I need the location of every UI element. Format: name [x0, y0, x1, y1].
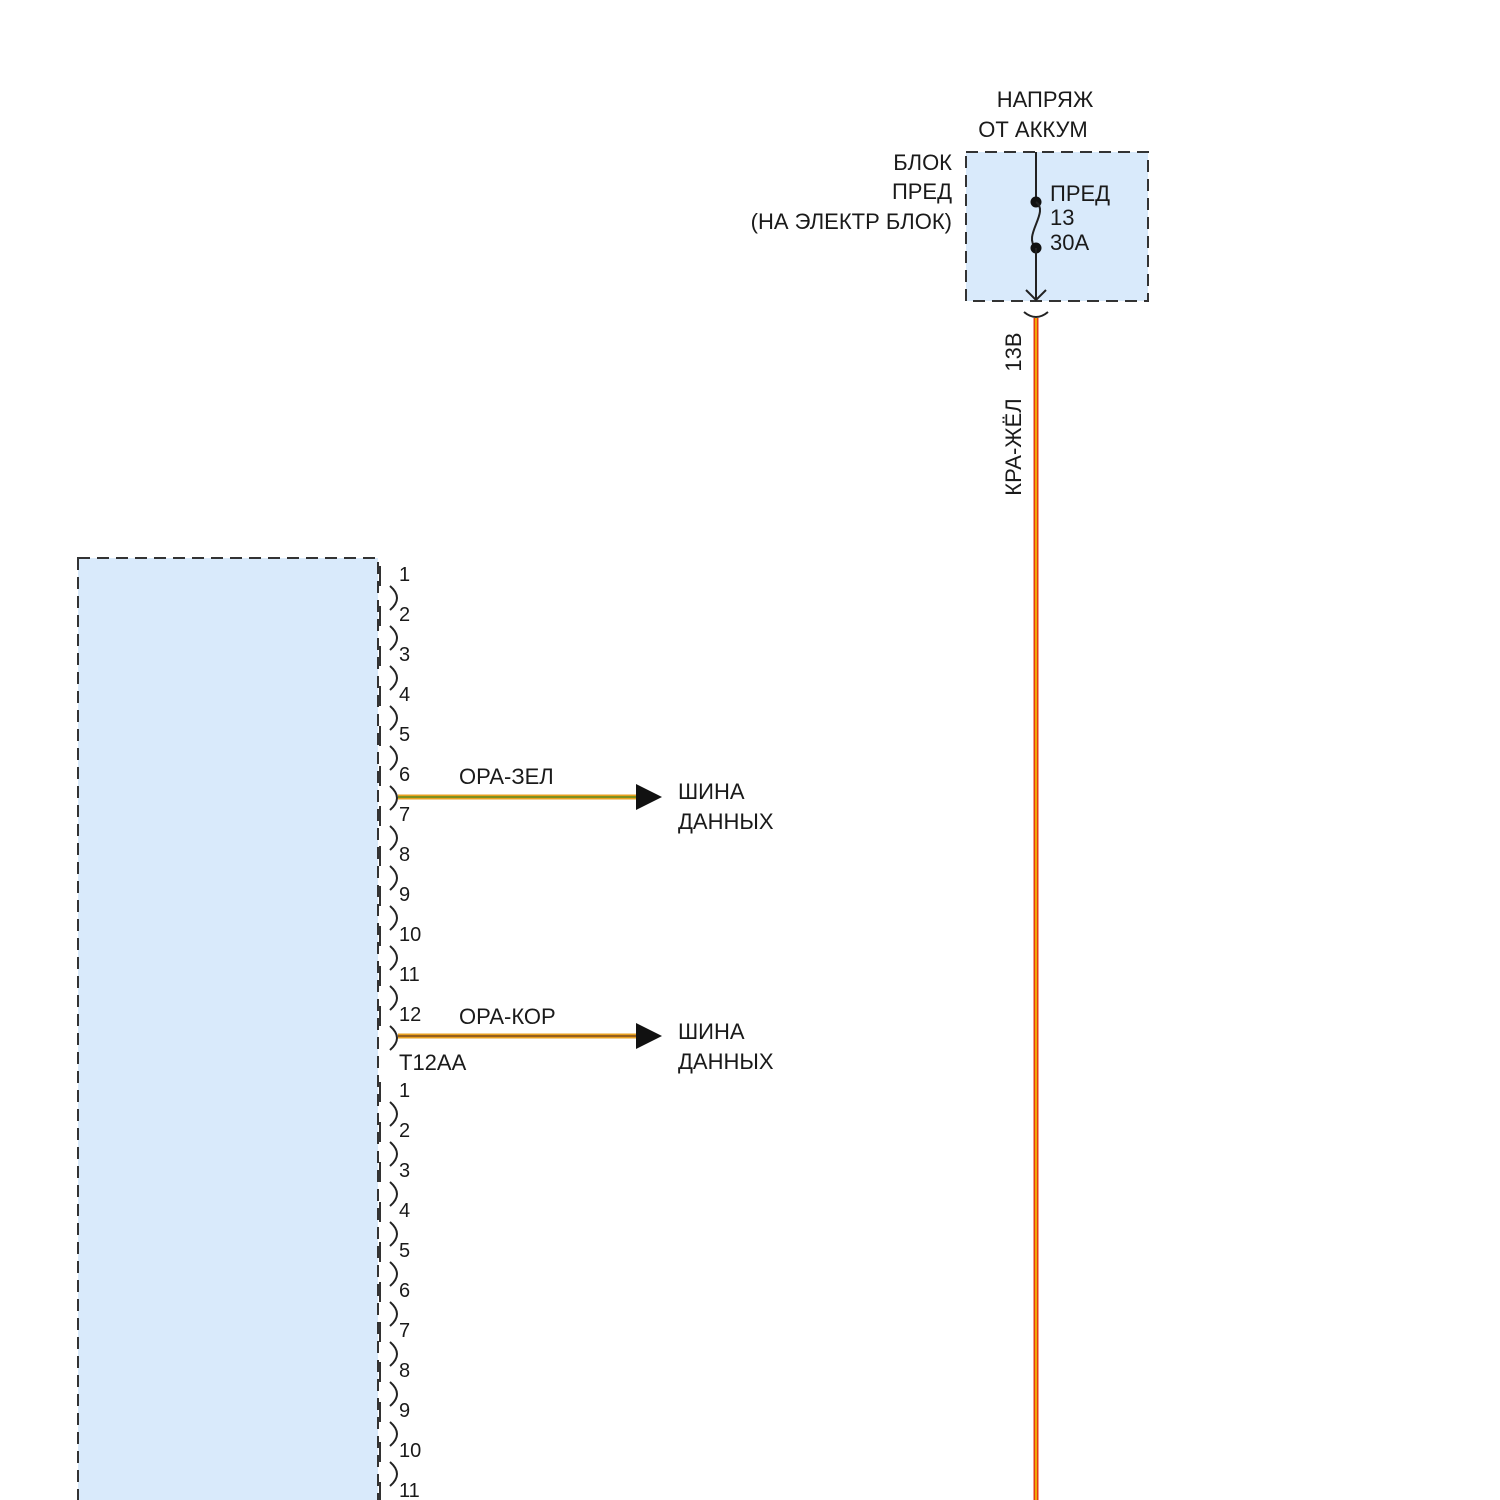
connector-lower: 1 2 3 4 5 6 7 8 9 10 11 — [380, 1080, 421, 1500]
module-box — [78, 558, 378, 1500]
pin-number: 9 — [399, 884, 410, 906]
pin-number: 6 — [399, 764, 410, 786]
data-wire-1-dest-line2: ДАННЫХ — [678, 809, 774, 834]
pin-number: 4 — [399, 1200, 410, 1222]
fuse-block-label-line1: БЛОК — [893, 150, 952, 175]
power-wire-color-label: КРА-ЖЁЛ — [1001, 398, 1026, 495]
pin-number: 5 — [399, 724, 410, 746]
pin-terminal-icon — [390, 1342, 397, 1366]
pin-terminal-icon — [390, 986, 397, 1010]
fuse-number: 13 — [1050, 205, 1074, 230]
pin-number: 2 — [399, 604, 410, 626]
pin-number: 12 — [399, 1004, 421, 1026]
pin-terminal-icon — [390, 826, 397, 850]
pin-number: 4 — [399, 684, 410, 706]
fuse-name: ПРЕД — [1050, 181, 1110, 206]
fuse-block-label-line2: ПРЕД — [892, 179, 952, 204]
power-source-label-line2: ОТ АККУМ — [978, 117, 1088, 142]
pin-number: 3 — [399, 1160, 410, 1182]
pin-terminal-icon — [390, 906, 397, 930]
pin-number: 6 — [399, 1280, 410, 1302]
pin-terminal-icon — [390, 1182, 397, 1206]
data-wire-1-arrow-icon — [636, 784, 662, 810]
pin-number: 10 — [399, 924, 421, 946]
pin-terminal-icon — [390, 1262, 397, 1286]
data-wire-1-color-label: ОРА-ЗЕЛ — [459, 764, 554, 789]
pin-terminal-icon — [390, 1102, 397, 1126]
pin-number: 11 — [399, 1480, 420, 1500]
connector-name: T12AA — [399, 1050, 467, 1075]
pin-terminal-icon — [390, 626, 397, 650]
data-wire-2-arrow-icon — [636, 1023, 662, 1049]
pin-number: 1 — [399, 1080, 410, 1102]
pin-number: 7 — [399, 1320, 410, 1342]
pin-terminal-icon — [390, 586, 397, 610]
fuse-output-connector-icon — [1024, 312, 1048, 317]
pin-number: 10 — [399, 1440, 421, 1462]
fuse-rating: 30A — [1050, 230, 1089, 255]
pin-number: 8 — [399, 1360, 410, 1382]
pin-terminal-icon — [390, 1422, 397, 1446]
pin-number: 5 — [399, 1240, 410, 1262]
power-source-label-line1: НАПРЯЖ — [997, 87, 1094, 112]
pin-terminal-icon — [390, 1142, 397, 1166]
pin-terminal-icon — [390, 946, 397, 970]
pin-number: 8 — [399, 844, 410, 866]
pin-number: 3 — [399, 644, 410, 666]
pin-number: 11 — [399, 964, 420, 986]
pin-terminal-icon — [390, 1302, 397, 1326]
pin-terminal-icon — [390, 866, 397, 890]
data-wire-2-dest-line2: ДАННЫХ — [678, 1049, 774, 1074]
pin-terminal-icon — [390, 1222, 397, 1246]
pin-terminal-icon — [390, 1462, 397, 1486]
data-wire-1-dest-line1: ШИНА — [678, 779, 745, 804]
pin-terminal-icon — [390, 1382, 397, 1406]
data-wire-2-dest-line1: ШИНА — [678, 1019, 745, 1044]
pin-number: 7 — [399, 804, 410, 826]
pin-terminal-icon — [390, 666, 397, 690]
pin-number: 9 — [399, 1400, 410, 1422]
pin-terminal-icon — [390, 746, 397, 770]
pin-terminal-icon — [390, 1026, 397, 1050]
power-wire-circuit: 13B — [1001, 332, 1026, 371]
pin-number: 1 — [399, 564, 410, 586]
pin-terminal-icon — [390, 786, 397, 810]
data-wire-2-color-label: ОРА-КОР — [459, 1004, 556, 1029]
pin-number: 2 — [399, 1120, 410, 1142]
fuse-block-label-line3: (НА ЭЛЕКТР БЛОК) — [751, 209, 952, 234]
pin-terminal-icon — [390, 706, 397, 730]
